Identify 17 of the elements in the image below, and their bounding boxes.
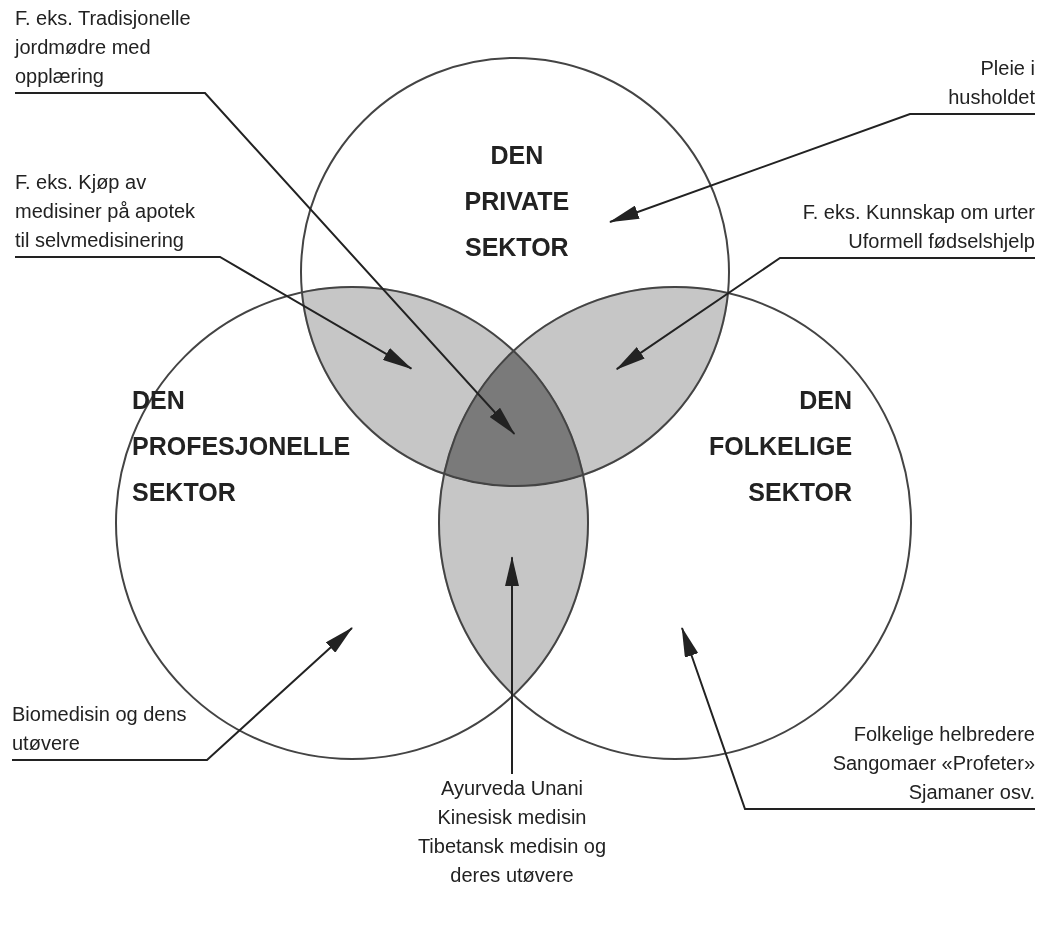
leader-arrow	[14, 92, 516, 435]
sector-heading: DEN FOLKELIGE SEKTOR	[709, 385, 853, 508]
sector-circle	[115, 286, 589, 760]
annotation-text: Biomedisin og dens utøvere	[12, 700, 202, 758]
leader-arrow	[609, 113, 1036, 223]
annotation-text: Folkelige helbredere Sangomaer «Profeter» Sjamaner osv.	[745, 720, 1035, 807]
annotation-text: F. eks. Kjøp av medisiner på apotek til selvmedisinering	[15, 168, 215, 255]
annotation-text: F. eks. Kunnskap om urter Uformell fødselshjelp	[770, 198, 1035, 256]
leader-arrow	[681, 627, 1036, 810]
leader-arrow	[505, 556, 519, 775]
leader-arrow	[11, 627, 353, 761]
annotation-text: Pleie i husholdet	[900, 54, 1035, 112]
sector-heading: DEN PRIVATE SEKTOR	[464, 140, 570, 263]
leader-arrow	[615, 257, 1036, 371]
leader-arrow	[14, 256, 413, 370]
annotation-text: Ayurveda Unani Kinesisk medisin Tibetansk medisin og deres utøvere	[412, 774, 612, 890]
annotation-text: F. eks. Tradisjonelle jordmødre med opplæring	[15, 4, 215, 91]
